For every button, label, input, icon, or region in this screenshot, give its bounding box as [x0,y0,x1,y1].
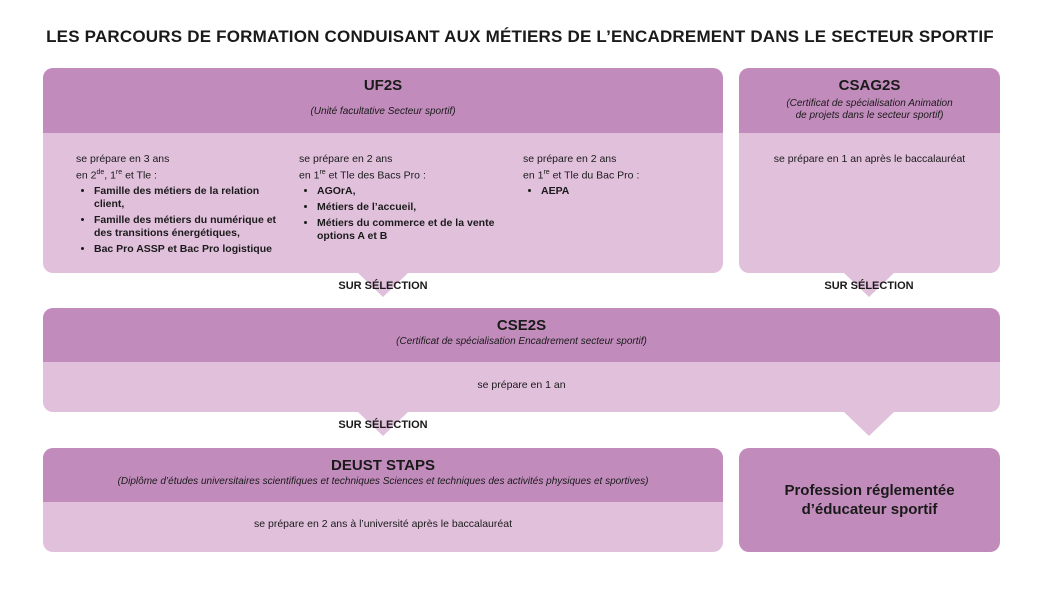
deust-body: se prépare en 2 ans à l’université après… [254,518,512,530]
selection-label-3: SUR SÉLECTION [338,419,428,431]
uf2s-col-1-list: Famille des métiers de la relation clien… [76,185,281,256]
uf2s-arrow [358,273,408,297]
uf2s-col-2: se prépare en 2 ans en 1re et Tle des Ba… [299,153,509,246]
selection-label-1: SUR SÉLECTION [338,280,428,292]
cse2s-arrow-right [844,412,894,436]
uf2s-col-3-line1: se prépare en 2 ans [523,153,617,165]
deust-name: DEUST STAPS [331,457,435,474]
uf2s-name: UF2S [363,77,403,94]
profession-box: Profession réglementée d’éducateur sport… [739,448,1000,552]
cse2s-box: CSE2S (Certificat de spécialisation Enca… [43,308,1000,412]
list-item: Métiers du commerce et de la vente optio… [317,217,509,243]
profession-line2: d’éducateur sportif [801,501,938,518]
list-item: Bac Pro ASSP et Bac Pro logistique [94,243,281,256]
cse2s-header: CSE2S (Certificat de spécialisation Enca… [43,308,1000,362]
csag2s-arrow [844,273,894,297]
csag2s-subtitle-1: (Certificat de spécialisation Animation [786,98,953,109]
uf2s-col-3-list: AEPA [523,185,713,198]
csag2s-subtitle-2: de projets dans le secteur sportif) [795,110,944,121]
list-item: AEPA [541,185,713,198]
uf2s-col-1: se prépare en 3 ans en 2de, 1re et Tle :… [76,153,281,259]
csag2s-name: CSAG2S [838,77,901,94]
uf2s-col-3: se prépare en 2 ans en 1re et Tle du Bac… [523,153,713,201]
cse2s-subtitle: (Certificat de spécialisation Encadremen… [396,336,647,347]
cse2s-body: se prépare en 1 an [477,379,566,391]
uf2s-col-1-line1: se prépare en 3 ans [76,153,170,165]
uf2s-col-1-line2: en 2de, 1re et Tle : [76,169,157,182]
deust-box: DEUST STAPS (Diplôme d’études universita… [43,448,723,552]
deust-subtitle: (Diplôme d’études universitaires scienti… [117,476,649,487]
csag2s-box: CSAG2S (Certificat de spécialisation Ani… [739,68,1000,273]
uf2s-header: UF2S (Unité facultative Secteur sportif) [43,68,723,133]
uf2s-subtitle: (Unité facultative Secteur sportif) [310,106,456,117]
deust-header: DEUST STAPS (Diplôme d’études universita… [43,448,723,502]
uf2s-col-2-line1: se prépare en 2 ans [299,153,393,165]
uf2s-col-2-line2: en 1re et Tle des Bacs Pro : [299,169,426,182]
uf2s-col-2-list: AGOrA, Métiers de l’accueil, Métiers du … [299,185,509,243]
diagram-title: LES PARCOURS DE FORMATION CONDUISANT AUX… [46,27,994,46]
csag2s-header: CSAG2S (Certificat de spécialisation Ani… [739,68,1000,133]
selection-label-2: SUR SÉLECTION [824,280,914,292]
list-item: Métiers de l’accueil, [317,201,509,214]
uf2s-box: UF2S (Unité facultative Secteur sportif)… [43,68,723,273]
profession-line1: Profession réglementée [784,482,955,499]
list-item: AGOrA, [317,185,509,198]
list-item: Famille des métiers du numérique et des … [94,214,281,240]
cse2s-arrow-left [358,412,408,436]
uf2s-col-3-line2: en 1re et Tle du Bac Pro : [523,169,640,182]
cse2s-name: CSE2S [496,317,547,334]
csag2s-body: se prépare en 1 an après le baccalauréat [773,153,966,165]
list-item: Famille des métiers de la relation clien… [94,185,281,211]
